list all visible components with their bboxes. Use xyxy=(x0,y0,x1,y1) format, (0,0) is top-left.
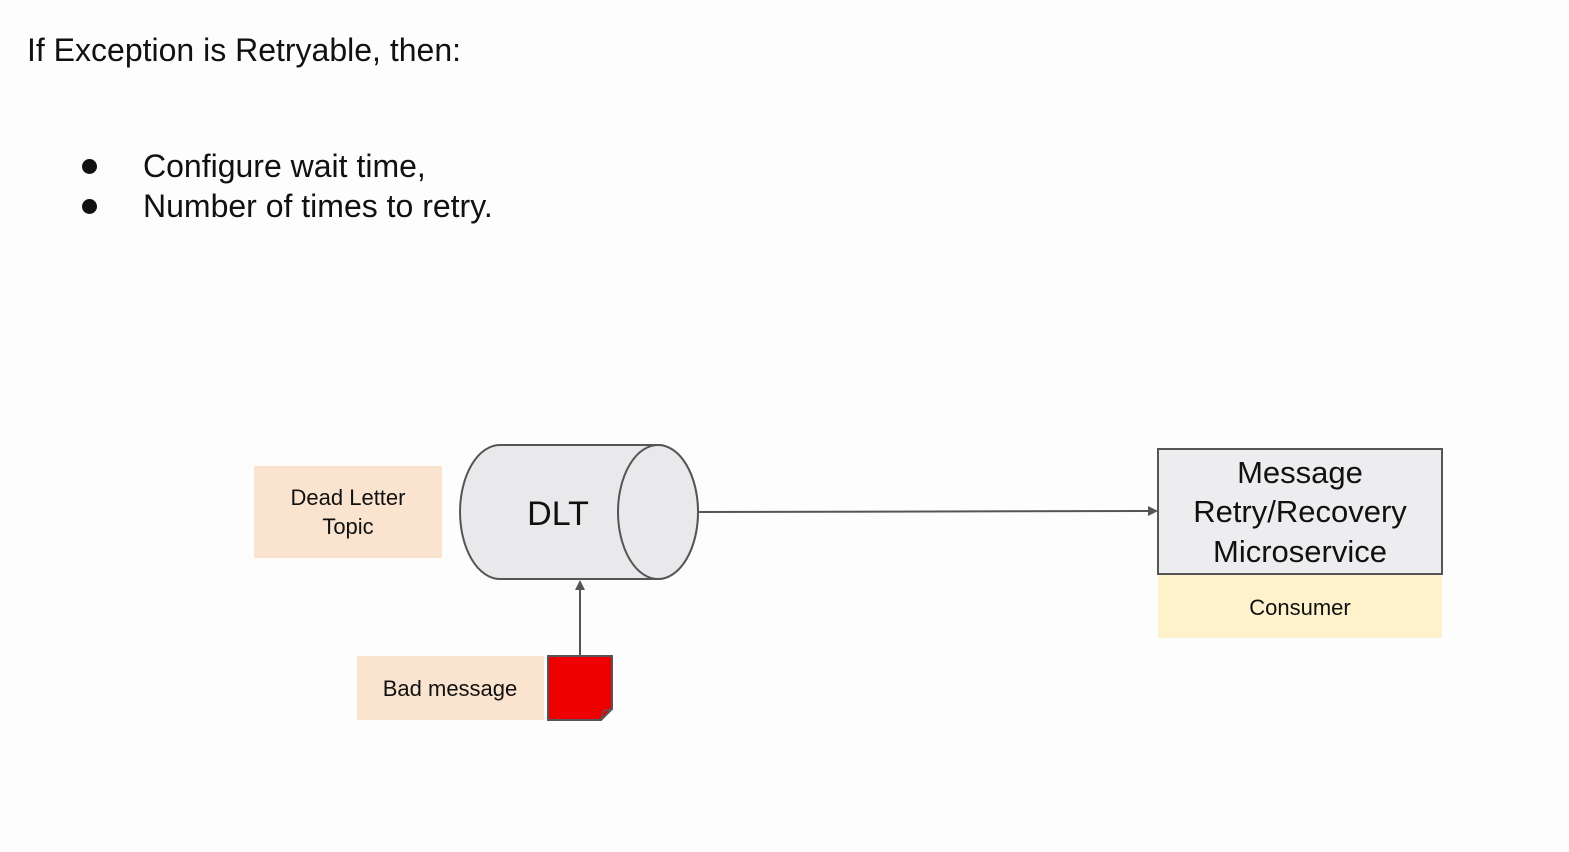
folded-corner-icon xyxy=(600,708,613,721)
retry-service-box: Message Retry/Recovery Microservice xyxy=(1157,448,1443,575)
bullet-dot-icon xyxy=(82,159,97,174)
bullet-list: Configure wait time, Number of times to … xyxy=(78,146,493,226)
bad-message-label: Bad message xyxy=(383,676,518,701)
bullet-dot-icon xyxy=(82,199,97,214)
consumer-caption: Consumer xyxy=(1158,575,1442,638)
service-line3: Microservice xyxy=(1213,534,1387,569)
bad-message-document-icon xyxy=(547,655,613,721)
dlt-caption-line1: Dead Letter xyxy=(291,485,406,510)
dlt-caption-line2: Topic xyxy=(322,514,373,539)
bad-message-caption: Bad message xyxy=(357,656,544,720)
bullet-text: Configure wait time, xyxy=(143,148,426,184)
service-line2: Retry/Recovery xyxy=(1193,494,1407,529)
dlt-to-service-arrow xyxy=(697,506,1158,517)
dlt-cylinder-icon: DLT xyxy=(459,444,699,580)
bullet-text: Number of times to retry. xyxy=(143,188,493,224)
dlt-caption: Dead Letter Topic xyxy=(254,466,442,558)
slide-title: If Exception is Retryable, then: xyxy=(27,32,461,68)
service-line1: Message xyxy=(1237,455,1363,490)
bullet-item: Configure wait time, xyxy=(78,146,493,186)
bullet-item: Number of times to retry. xyxy=(78,186,493,226)
dlt-label: DLT xyxy=(527,495,589,533)
consumer-label: Consumer xyxy=(1249,595,1350,620)
